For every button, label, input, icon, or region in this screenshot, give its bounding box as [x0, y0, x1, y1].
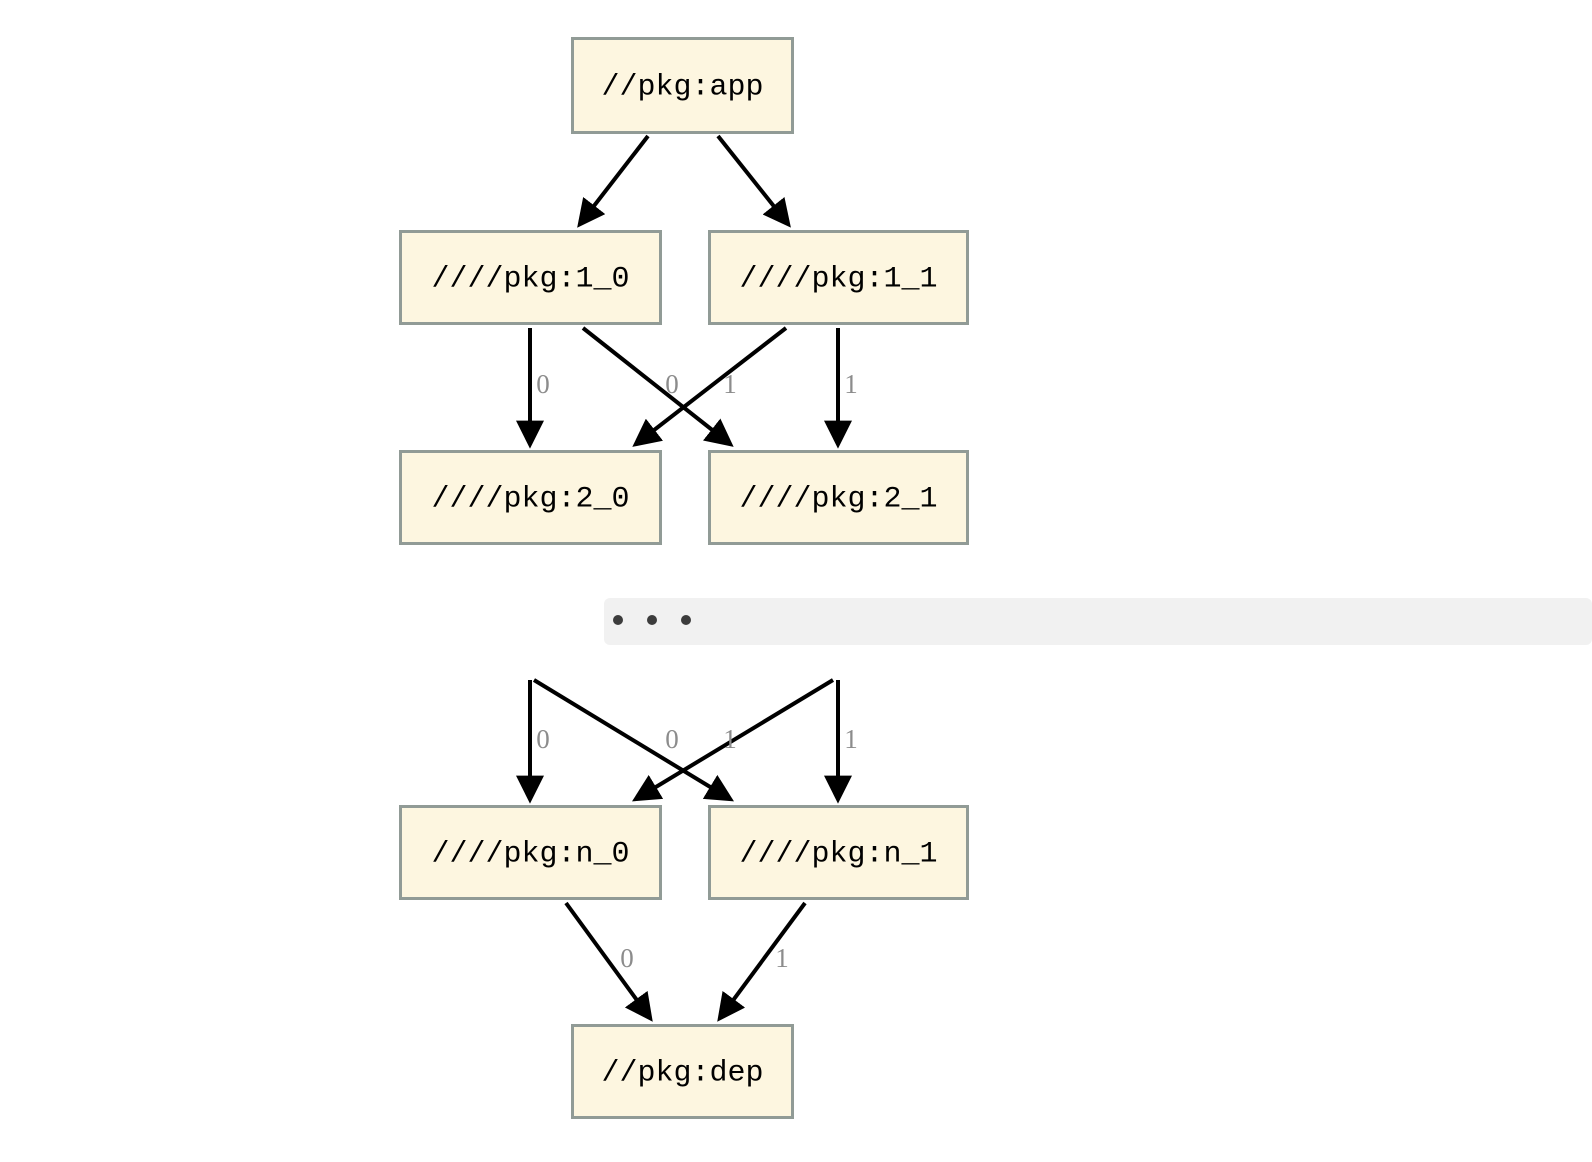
- node-box-app[interactable]: [571, 37, 794, 134]
- ellipsis-dot: [613, 615, 623, 625]
- edge-label: 1: [723, 724, 737, 754]
- node-box-nn_0[interactable]: [399, 805, 662, 900]
- node-box-dep[interactable]: [571, 1024, 794, 1119]
- edges-layer: 0 0 1 1 0 0 1 1 0 1: [516, 134, 858, 1022]
- node-label-n2_0: ////pkg:2_0: [431, 482, 629, 516]
- node-label-nn_0: ////pkg:n_0: [431, 837, 629, 871]
- edge-n1_1-to-n2_0: [632, 326, 788, 447]
- ellipsis-dot: [647, 615, 657, 625]
- edge-label: 1: [844, 724, 858, 754]
- edge-source-to-nn_1: [532, 678, 734, 802]
- node-box-nn_1[interactable]: [708, 805, 969, 900]
- node-box-n2_1[interactable]: [708, 450, 969, 545]
- ellipsis-divider: [604, 598, 1592, 645]
- edge-label: 0: [536, 724, 550, 754]
- edge-label: 0: [536, 369, 550, 399]
- edge-label: 1: [723, 369, 737, 399]
- edge-label: 1: [775, 943, 789, 973]
- node-label-n2_1: ////pkg:2_1: [739, 482, 937, 516]
- edge-n1_0-to-n2_1: [581, 326, 734, 447]
- nodes-layer: //pkg:app ////pkg:1_0 ////pkg:1_1 ////pkg:2…: [399, 37, 969, 1119]
- node-label-n1_1: ////pkg:1_1: [739, 262, 937, 296]
- edge-label: 0: [620, 943, 634, 973]
- node-label-app: //pkg:app: [601, 70, 763, 104]
- node-box-n1_0[interactable]: [399, 230, 662, 325]
- node-label-n1_0: ////pkg:1_0: [431, 262, 629, 296]
- node-label-dep: //pkg:dep: [601, 1056, 763, 1090]
- edge-nn_1-to-dep: [717, 901, 807, 1022]
- edge-source-to-nn_0: [632, 678, 835, 802]
- edge-label: 0: [665, 369, 679, 399]
- edge-nn_0-to-dep: [564, 901, 653, 1022]
- ellipsis-band: [604, 598, 1592, 645]
- edge-label: 1: [844, 369, 858, 399]
- edge-app-to-n1_0: [577, 134, 650, 228]
- node-box-n2_0[interactable]: [399, 450, 662, 545]
- edge-app-to-n1_1: [716, 134, 791, 228]
- node-label-nn_1: ////pkg:n_1: [739, 837, 937, 871]
- node-box-n1_1[interactable]: [708, 230, 969, 325]
- ellipsis-dot: [681, 615, 691, 625]
- edge-label: 0: [665, 724, 679, 754]
